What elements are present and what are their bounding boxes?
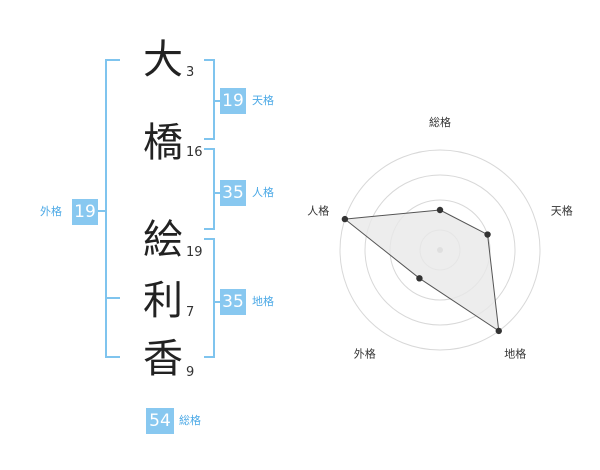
stroke-count-2: 16 [186,145,203,160]
stroke-count-1: 3 [186,65,195,80]
radar-axis-label: 人格 [307,203,329,217]
radar-axis-label: 外格 [354,347,376,361]
outer-bracket [105,59,120,358]
name-char-4: 利 [143,278,183,324]
stroke-count-5: 9 [186,365,195,380]
ten-value-box: 19 [220,88,246,114]
chi-label: 地格 [252,295,274,308]
name-char-3: 絵 [143,217,183,263]
stroke-count-4: 7 [186,305,195,320]
radar-point-総格 [436,206,444,214]
radar-ring-3 [364,174,516,326]
jin-value-box: 35 [220,180,246,206]
chi-bracket [204,238,215,358]
radar-axis-label: 地格 [504,347,526,361]
name-char-5: 香 [143,336,183,382]
radar-axis-label: 総格 [429,115,451,129]
radar-area [343,209,500,332]
gai-value-box: 19 [72,199,98,225]
ten-bracket [204,59,215,140]
jin-label: 人格 [252,186,274,199]
name-char-1: 大 [143,37,183,83]
sou-value-box: 54 [146,408,174,434]
radar-point-外格 [416,275,423,282]
radar-point-天格 [484,231,491,238]
stroke-count-3: 19 [186,245,203,260]
radar-point-地格 [495,327,502,335]
radar-ring-4 [339,149,541,351]
jin-bracket [204,148,215,230]
chi-value-box: 35 [220,289,246,315]
name-char-2: 橋 [143,120,183,166]
radar-point-人格 [341,215,349,223]
ten-label: 天格 [252,94,274,107]
radar-axis-label: 天格 [551,203,573,217]
gai-label: 外格 [40,205,62,218]
sou-label: 総格 [179,414,201,427]
